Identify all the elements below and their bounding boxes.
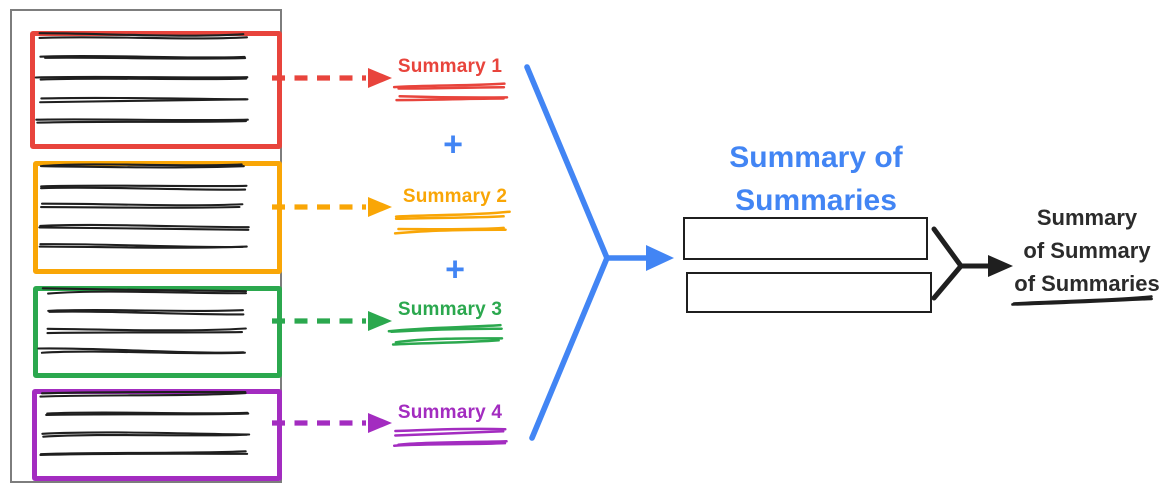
summary-of-summaries-box-2	[686, 272, 932, 313]
final-summary-line1: Summary	[1036, 205, 1138, 230]
document-chunk-1	[30, 31, 282, 149]
document-chunk-4	[32, 389, 282, 481]
final-summary-label: Summary of Summary of Summaries	[977, 201, 1170, 300]
chunk-4-dashed-arrow	[272, 413, 392, 433]
document-chunk-2	[33, 161, 282, 274]
summary-3-scribble	[387, 323, 504, 346]
merge-arrow-blue	[524, 64, 674, 441]
document-chunk-3	[33, 286, 282, 378]
summary-2-scribble	[393, 210, 511, 235]
summary-1-label: Summary 1	[397, 56, 503, 77]
summary-of-summaries-title-line1: Summary of	[729, 141, 903, 174]
summary-4-scribble	[392, 427, 508, 447]
chunk-3-dashed-arrow	[272, 311, 392, 331]
summary-of-summaries-title-line2: Summaries	[735, 184, 897, 217]
plus-sign-1: +	[443, 125, 463, 164]
summary-1-scribble	[392, 82, 509, 102]
final-summary-line3: of Summaries	[1014, 271, 1160, 296]
plus-sign-2: +	[445, 250, 465, 289]
final-summary-line2: of Summary	[1023, 238, 1151, 263]
summary-of-summaries-title: Summary of Summaries	[666, 136, 966, 222]
summary-of-summaries-box-1	[683, 217, 928, 260]
chunk-2-dashed-arrow	[272, 197, 392, 217]
summary-3-label: Summary 3	[397, 299, 503, 320]
summary-2-label: Summary 2	[402, 186, 508, 207]
summary-4-label: Summary 4	[397, 402, 503, 423]
source-document-frame	[10, 9, 282, 483]
chunk-1-dashed-arrow	[272, 68, 392, 88]
